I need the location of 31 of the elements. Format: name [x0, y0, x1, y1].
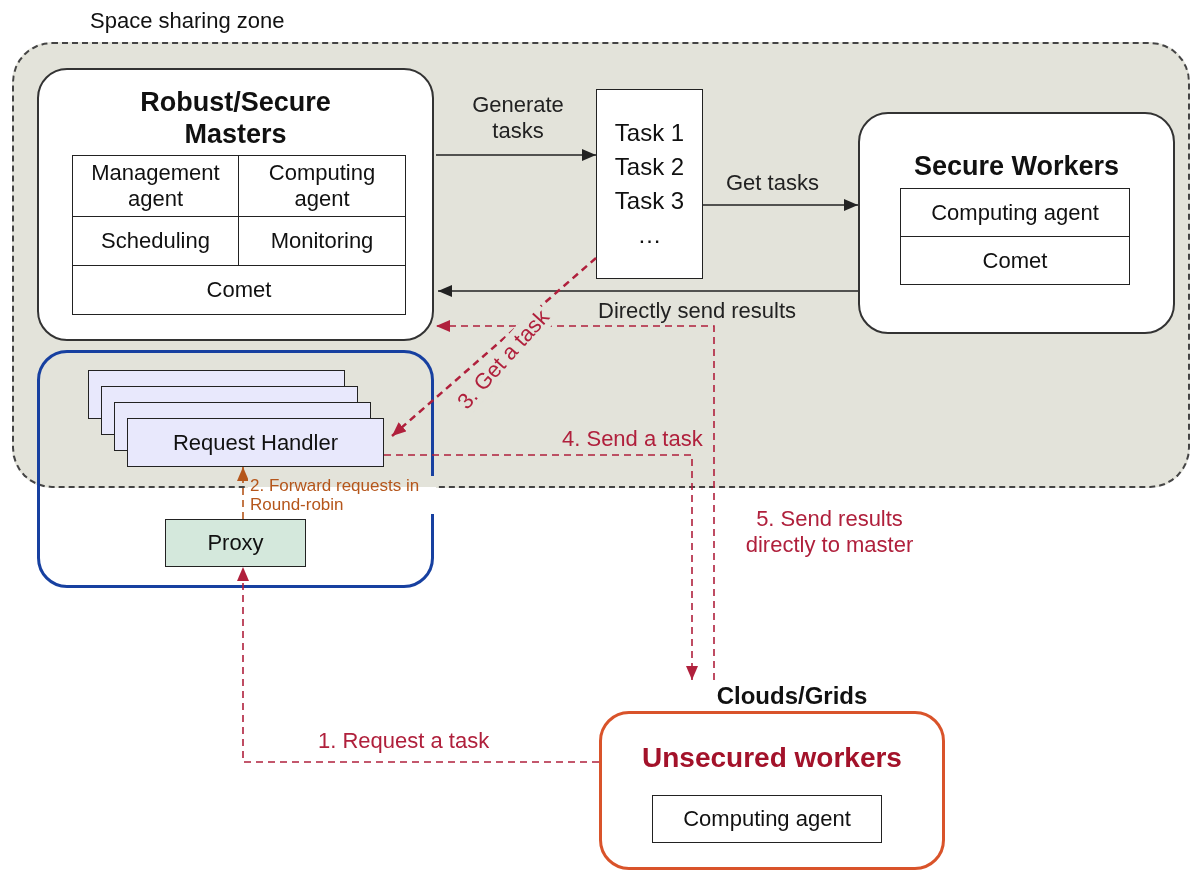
dashed-arrow [391, 257, 597, 437]
component-box: Computing agent [238, 155, 406, 217]
dashed-arrow [383, 454, 698, 681]
arrow [702, 199, 859, 211]
arrow [435, 149, 597, 161]
edge-label: 2. Forward requests in Round-robin [248, 476, 436, 514]
component-box: Management agent [72, 155, 239, 217]
dashed-arrow [435, 320, 715, 681]
component-box: Comet [900, 236, 1130, 285]
task-item: Task 3 [613, 186, 686, 216]
component-box: Proxy [165, 519, 306, 567]
zone-heading: Space sharing zone [90, 8, 285, 34]
card-label: Request Handler [172, 429, 339, 456]
card-title: Secure Workers [912, 150, 1121, 182]
component-box: Comet [72, 265, 406, 315]
dashed-arrow [237, 566, 600, 763]
stacked-cards [88, 370, 384, 467]
handler-group-frame [37, 350, 434, 588]
arrow [437, 285, 859, 297]
dashed-arrow [237, 466, 249, 520]
component-box: Computing agent [900, 188, 1130, 237]
task-list-box [596, 89, 703, 279]
component-card [37, 68, 434, 341]
component-card [858, 112, 1175, 334]
task-item: … [636, 220, 663, 250]
region-heading: Clouds/Grids [715, 682, 869, 710]
component-box: Computing agent [652, 795, 882, 843]
region-title: Unsecured workers [641, 742, 903, 774]
task-item: Task 2 [613, 152, 686, 182]
card-title: Robust/Secure Masters [139, 86, 332, 150]
task-item: Task 1 [613, 118, 686, 148]
